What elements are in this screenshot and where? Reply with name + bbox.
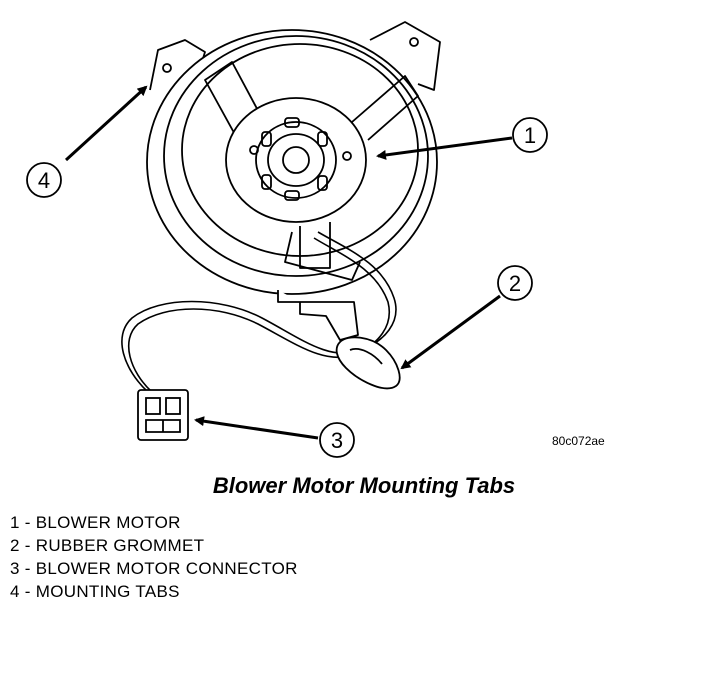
wire-harness-illustration <box>121 231 397 393</box>
figure-title: Blower Motor Mounting Tabs <box>212 473 516 498</box>
callout-2-number: 2 <box>509 271 521 296</box>
legend-item: 4 - MOUNTING TABS <box>10 582 180 601</box>
callout-4-number: 4 <box>38 168 50 193</box>
figure-id: 80c072ae <box>552 434 605 448</box>
leader-arrow-2 <box>400 294 501 370</box>
leader-lines <box>64 85 513 440</box>
callout-2: 2 <box>497 265 533 301</box>
legend-item: 1 - BLOWER MOTOR <box>10 513 181 532</box>
electrical-connector-illustration <box>137 389 189 441</box>
leader-arrow-3 <box>194 416 319 440</box>
blower-motor-diagram: 1 2 3 4 <box>26 21 548 458</box>
blower-motor-illustration <box>146 21 441 341</box>
leader-arrow-4 <box>64 85 148 162</box>
legend-item: 2 - RUBBER GROMMET <box>10 536 205 555</box>
callout-3: 3 <box>319 422 355 458</box>
callout-4: 4 <box>26 162 62 198</box>
leader-arrow-1 <box>376 136 513 160</box>
legend-list: 1 - BLOWER MOTOR 2 - RUBBER GROMMET 3 - … <box>10 511 298 603</box>
callout-1: 1 <box>512 117 548 153</box>
legend-item: 3 - BLOWER MOTOR CONNECTOR <box>10 559 298 578</box>
callout-1-number: 1 <box>524 123 536 148</box>
rubber-grommet-illustration <box>335 336 401 390</box>
callout-3-number: 3 <box>331 428 343 453</box>
